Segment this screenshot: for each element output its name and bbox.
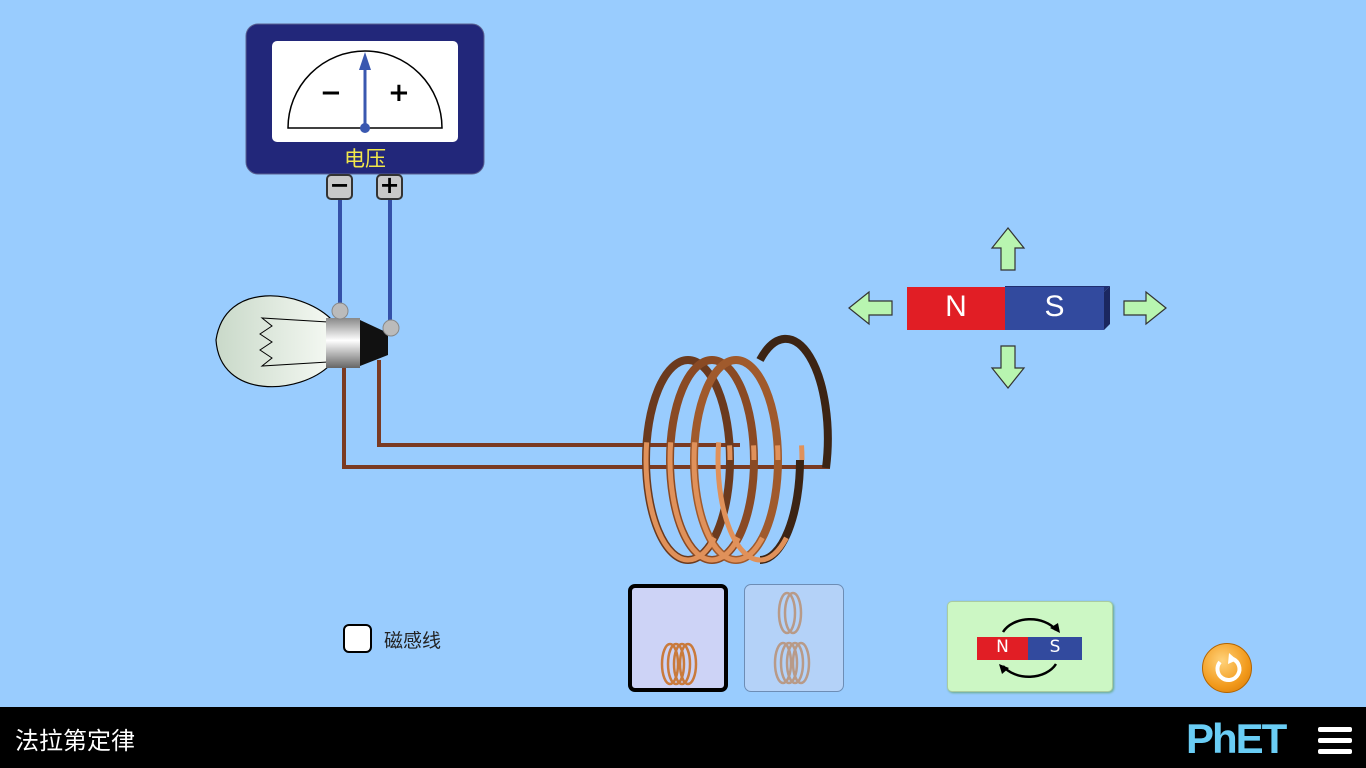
terminal-minus-label: − xyxy=(329,171,350,199)
terminal-plus-label: + xyxy=(379,171,400,199)
two-coils-icon xyxy=(773,591,811,685)
bar-magnet[interactable] xyxy=(907,286,1110,330)
arrow-up-icon[interactable] xyxy=(990,227,1026,271)
voltmeter-label: 电压 xyxy=(344,147,386,171)
flip-south-label: S xyxy=(1049,637,1061,657)
field-lines-label: 磁感线 xyxy=(384,630,442,652)
flip-arrows-icon xyxy=(977,618,1082,678)
coil[interactable] xyxy=(642,334,832,564)
magnet-north-label: N xyxy=(945,290,967,323)
reset-icon xyxy=(1215,653,1242,683)
arrow-right-icon[interactable] xyxy=(1123,290,1167,326)
menu-icon[interactable] xyxy=(1318,727,1352,755)
sim-title: 法拉第定律 xyxy=(15,727,135,755)
terminal-minus xyxy=(326,174,353,200)
phet-logo[interactable]: PhET xyxy=(1186,715,1287,762)
light-bulb xyxy=(215,295,400,388)
one-coil-button[interactable] xyxy=(628,584,728,692)
flip-north-label: N xyxy=(996,637,1009,657)
navigation-bar: 法拉第定律 PhET xyxy=(0,707,1366,768)
simulation-scene xyxy=(215,23,1167,564)
terminal-plus xyxy=(376,174,403,200)
voltmeter[interactable] xyxy=(245,23,485,175)
meter-minus: − xyxy=(320,78,342,108)
two-coils-button[interactable] xyxy=(744,584,844,692)
magnet-south-label: S xyxy=(1044,290,1065,323)
reset-all-button[interactable] xyxy=(1202,643,1252,693)
field-lines-checkbox[interactable] xyxy=(343,624,372,653)
meter-plus: + xyxy=(388,78,410,108)
arrow-left-icon[interactable] xyxy=(848,290,893,326)
flip-magnet-button[interactable]: N S xyxy=(947,601,1113,692)
one-coil-icon xyxy=(660,642,698,686)
arrow-down-icon[interactable] xyxy=(990,345,1026,389)
